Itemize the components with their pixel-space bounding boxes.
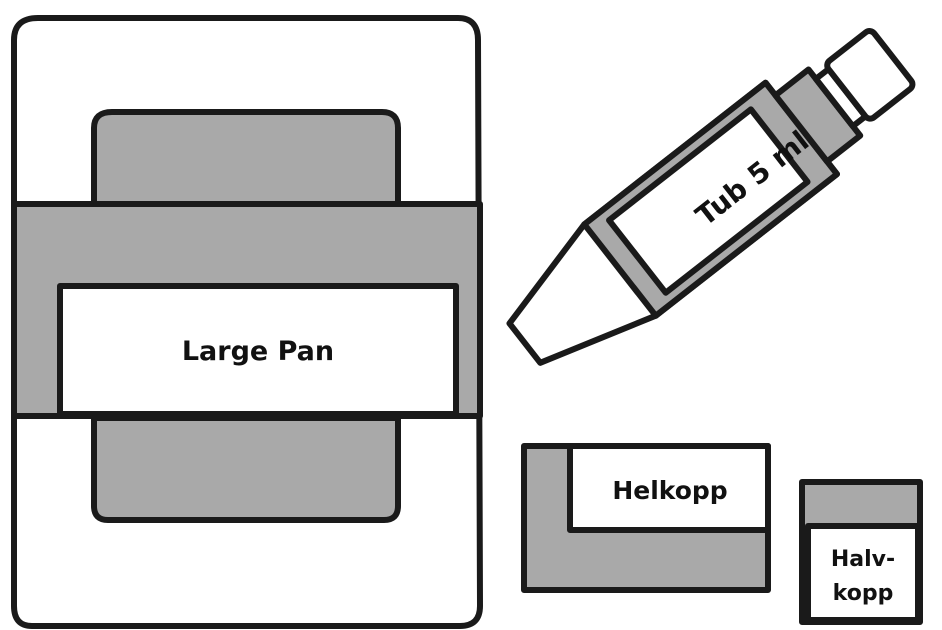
full-pan-illustration: [521, 443, 771, 593]
large-pan-illustration: [11, 15, 483, 629]
large-pan-well-bottom: [91, 415, 401, 523]
large-pan-label: Large Pan: [182, 336, 334, 367]
half-pan-illustration: [799, 479, 923, 625]
half-pan-label-line1: Halv-: [831, 547, 895, 572]
full-pan-label-box: [567, 443, 771, 533]
tube-label-box: [606, 106, 811, 296]
large-pan-label-box: [57, 283, 459, 417]
tube-illustration: [506, 28, 916, 366]
large-pan-well-top: [91, 109, 401, 207]
full-pan-label: Helkopp: [612, 476, 727, 505]
tube-cap: [824, 28, 916, 122]
half-pan-label-box: [805, 523, 921, 623]
half-pan-label-line2: kopp: [833, 581, 894, 606]
